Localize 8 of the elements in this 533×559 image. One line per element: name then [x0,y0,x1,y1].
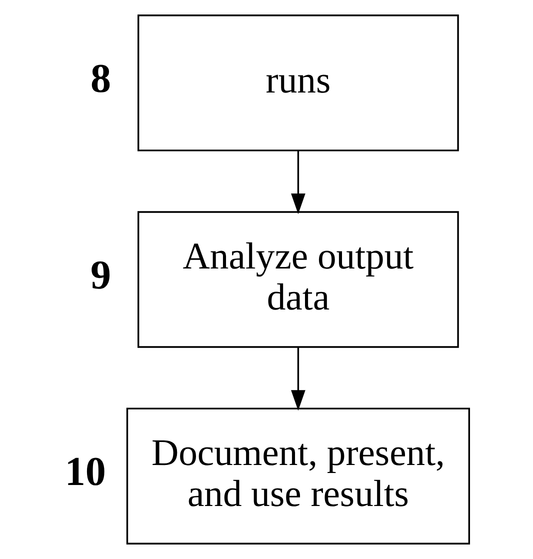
arrow [290,150,305,214]
node-box: runs [137,14,458,152]
node-label: 10 [64,448,106,494]
arrow [290,347,305,411]
node-box: Analyze output data [137,211,458,348]
node-label: 8 [90,54,110,101]
node-label: 9 [90,251,110,298]
node-box: Document, present, and use results [126,408,470,544]
